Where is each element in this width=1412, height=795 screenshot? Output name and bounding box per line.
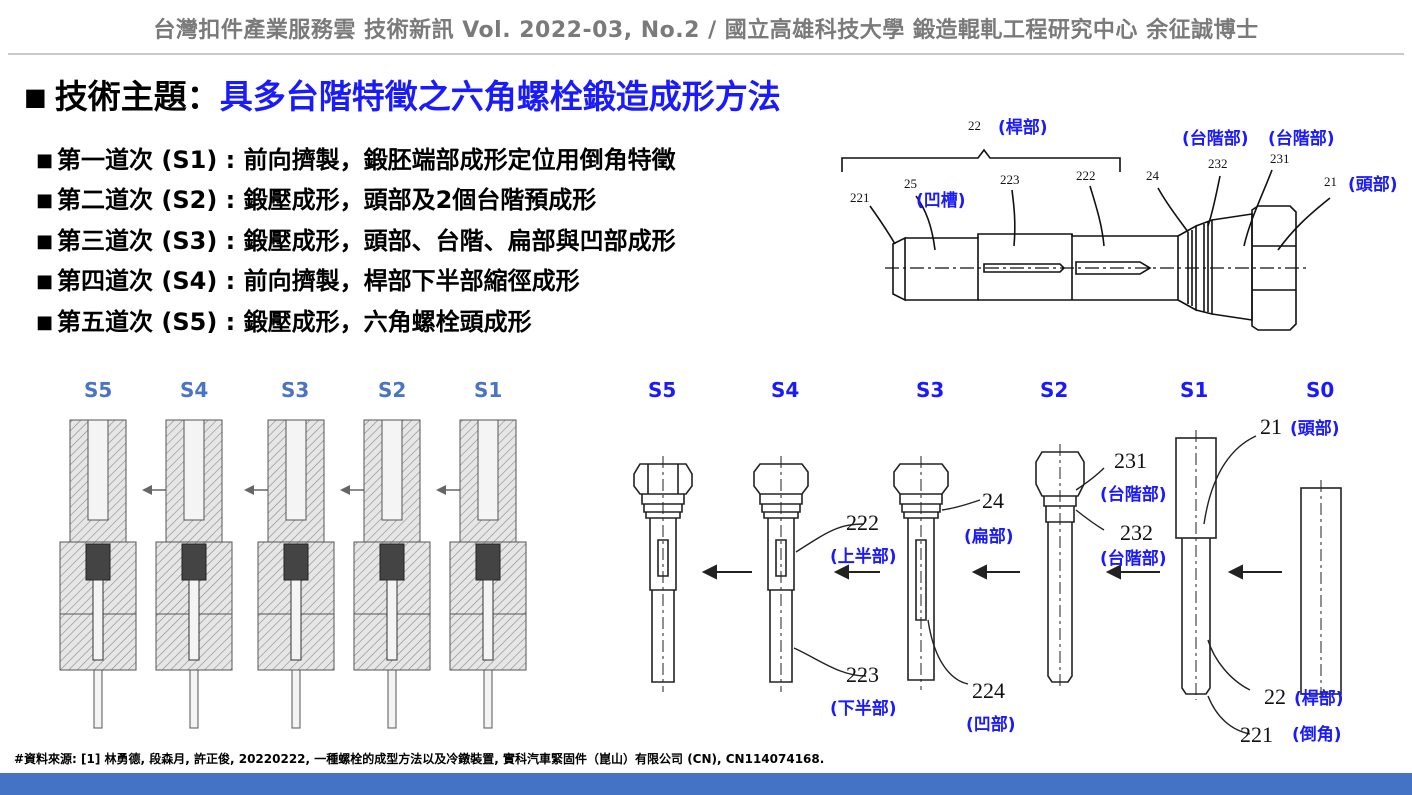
bolt-num-22: 22: [968, 118, 981, 133]
bolt-label-groove: (凹槽): [916, 191, 966, 211]
bolt-num-232: 232: [1208, 156, 1228, 171]
step-bullet: ■: [36, 150, 54, 171]
bolt-label-step1: (台階部): [1182, 129, 1249, 149]
part-num-223: 223: [846, 662, 879, 687]
step-3: ■第三道次 (S3) : 鍛壓成形，頭部、台階、扁部與凹部成形: [36, 221, 676, 256]
ejector-pin: [483, 669, 493, 729]
source-footnote: #資料來源: [1] 林勇德, 段森月, 許正俊, 20220222, 一種螺栓…: [14, 752, 825, 766]
workpiece: [379, 543, 405, 581]
bolt-label-step2: (台階部): [1268, 129, 1335, 149]
ejector-pin: [387, 669, 397, 729]
part-num-222: 222: [846, 510, 879, 535]
part-num-221: 221: [1240, 722, 1273, 747]
part-num-24: 24: [982, 488, 1004, 513]
part-num-22: 22: [1264, 684, 1286, 709]
header-text: 台灣扣件產業服務雲 技術新訊 Vol. 2022-03, No.2 / 國立高雄…: [153, 18, 1259, 43]
ejector-pin: [93, 669, 103, 729]
step-text: 第五道次 (S5) : 鍛壓成形，六角螺栓頭成形: [57, 308, 532, 336]
bolt-label-head: (頭部): [1348, 175, 1398, 195]
part-label-shank: (桿部): [1294, 689, 1344, 709]
ejector-pin: [291, 669, 301, 729]
part-num-224: 224: [972, 678, 1005, 703]
step-bullet: ■: [36, 190, 54, 211]
part-num-232: 232: [1120, 520, 1153, 545]
punch-pin: [477, 419, 499, 521]
part-label-flat: (扁部): [964, 527, 1014, 547]
part-label-lower: (下半部): [830, 699, 897, 719]
punch-pin: [285, 419, 307, 521]
part-stage-label: S0: [1306, 378, 1335, 402]
step-text: 第二道次 (S2) : 鍛壓成形，頭部及2個台階預成形: [57, 186, 597, 214]
die-stage-label: S4: [180, 378, 209, 402]
bolt-num-25: 25: [904, 176, 917, 191]
die-stage-label: S3: [281, 378, 310, 402]
bolt-label-shank: (桿部): [998, 118, 1048, 138]
bolt-num-222: 222: [1076, 168, 1096, 183]
punch-pin: [381, 419, 403, 521]
step-5: ■第五道次 (S5) : 鍛壓成形，六角螺栓頭成形: [36, 302, 532, 337]
die-stage-label: S1: [474, 378, 503, 402]
part-label-step2: (台階部): [1100, 549, 1167, 569]
step-text: 第三道次 (S3) : 鍛壓成形，頭部、台階、扁部與凹部成形: [57, 227, 676, 255]
die-stage-label: S2: [378, 378, 407, 402]
die-stage-label: S5: [84, 378, 113, 402]
footer-bar: [0, 773, 1412, 795]
part-label-upper: (上半部): [830, 547, 897, 567]
step-bullet: ■: [36, 231, 54, 252]
bolt-num-223: 223: [1000, 172, 1020, 187]
topic-heading: ■技術主題：具多台階特徵之六角螺栓鍛造成形方法: [24, 70, 781, 118]
bolt-num-221: 221: [850, 190, 870, 205]
part-stage-label: S2: [1040, 378, 1069, 402]
part-label-head: (頭部): [1290, 419, 1340, 439]
part-label-recess: (凹部): [966, 715, 1016, 735]
workpiece: [85, 543, 111, 581]
part-stage-label: S3: [916, 378, 945, 402]
step-1: ■第一道次 (S1) : 前向擠製，鍛胚端部成形定位用倒角特徵: [36, 140, 676, 175]
header-divider: [8, 53, 1404, 55]
workpiece: [475, 543, 501, 581]
part-num-231: 231: [1114, 448, 1147, 473]
topic-bullet: ■: [24, 83, 47, 111]
step-bullet: ■: [36, 271, 54, 292]
part-label-chamfer: (倒角): [1292, 725, 1342, 745]
part-stage-label: S5: [648, 378, 677, 402]
bolt-num-231: 231: [1270, 151, 1290, 166]
ejector-pin: [189, 669, 199, 729]
topic-prefix: 技術主題：: [54, 77, 220, 116]
step-2: ■第二道次 (S2) : 鍛壓成形，頭部及2個台階預成形: [36, 180, 596, 215]
header: 台灣扣件產業服務雲 技術新訊 Vol. 2022-03, No.2 / 國立高雄…: [0, 0, 1412, 53]
part-stage-label: S4: [771, 378, 800, 402]
step-4: ■第四道次 (S4) : 前向擠製，桿部下半部縮徑成形: [36, 261, 580, 296]
part-stage-label: S1: [1180, 378, 1209, 402]
step-text: 第四道次 (S4) : 前向擠製，桿部下半部縮徑成形: [57, 267, 580, 295]
bolt-num-21: 21: [1324, 174, 1337, 189]
punch-pin: [87, 419, 109, 521]
workpiece: [181, 543, 207, 581]
part-num-21: 21: [1260, 414, 1282, 439]
step-bullet: ■: [36, 312, 54, 333]
topic-title: 具多台階特徵之六角螺栓鍛造成形方法: [219, 77, 781, 116]
part-label-step1: (台階部): [1100, 485, 1167, 505]
step-text: 第一道次 (S1) : 前向擠製，鍛胚端部成形定位用倒角特徵: [57, 146, 676, 174]
punch-pin: [183, 419, 205, 521]
shank-brace: [841, 148, 1121, 172]
bolt-num-24: 24: [1146, 168, 1159, 183]
